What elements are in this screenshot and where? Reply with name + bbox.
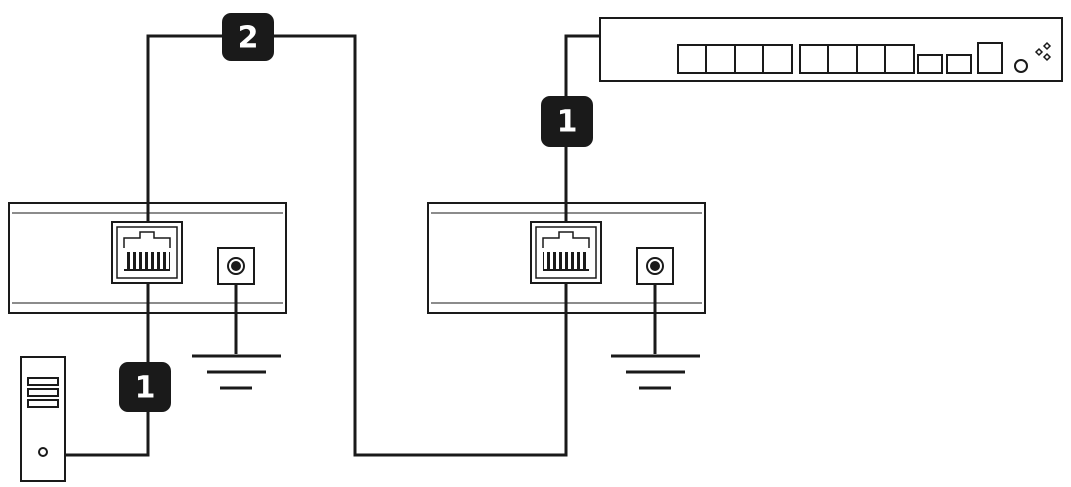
- cable-badge-pc: 1: [119, 362, 171, 412]
- badge-label: 1: [557, 105, 578, 140]
- poe-extender-icon: [8, 202, 287, 314]
- network-switch-icon: [599, 17, 1063, 82]
- cable-badge-switch: 1: [541, 96, 593, 147]
- rj45-port-icon: [111, 221, 183, 284]
- rj45-port-icon: [530, 221, 602, 284]
- extender-right: [427, 202, 706, 390]
- desktop-pc-icon: [20, 356, 66, 482]
- poe-extender-icon: [427, 202, 706, 314]
- cable-pc-to-extender-left: [64, 283, 150, 457]
- extender-left: [8, 202, 287, 390]
- ground-icon: [192, 284, 281, 390]
- cable-switch-to-extender-right: [564, 34, 600, 222]
- ground-icon: [611, 284, 700, 390]
- badge-label: 1: [135, 371, 156, 406]
- dc-jack-icon: [636, 247, 674, 285]
- badge-label: 2: [238, 21, 259, 56]
- dc-jack-icon: [217, 247, 255, 285]
- cable-extender-left-top: [146, 34, 568, 457]
- cable-badge-top: 2: [222, 13, 274, 61]
